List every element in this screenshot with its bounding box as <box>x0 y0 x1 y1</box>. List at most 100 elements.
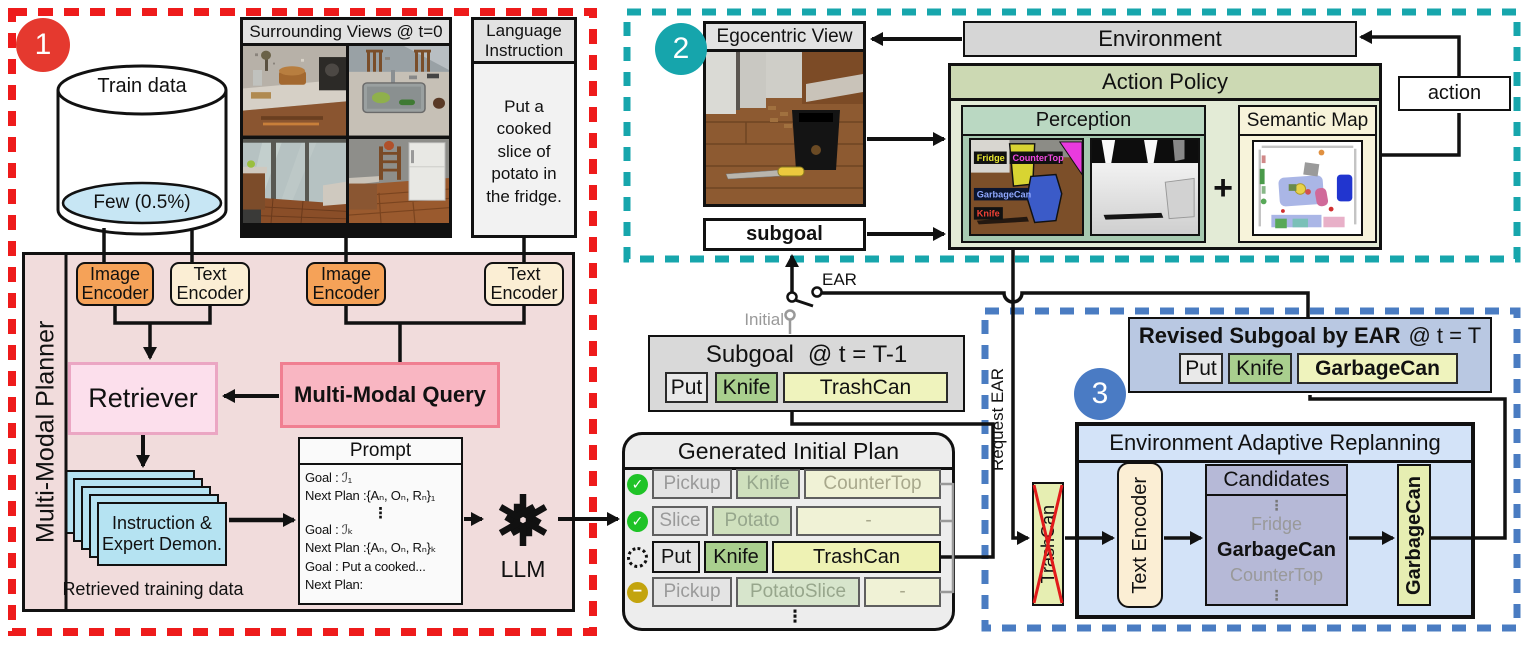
plan-chip: Put <box>652 541 700 573</box>
crossed-trashcan-box: TrashCan <box>1032 482 1064 606</box>
candidate-item: Fridge <box>1250 513 1303 534</box>
result-garbagecan-box: GarbageCan <box>1397 464 1431 606</box>
train-data-label: Train data <box>97 74 187 97</box>
seg-label-garbagecan: GarbageCan <box>977 190 1032 200</box>
candidate-item-selected: GarbageCan <box>1217 538 1336 561</box>
plan-chip: Slice <box>652 506 708 536</box>
switch-initial-contact <box>784 309 796 321</box>
text-encoder-1: Text Encoder <box>170 262 250 306</box>
check-icon: ✓ <box>627 473 648 495</box>
environment-bar: Environment <box>963 21 1357 57</box>
subgoal-t1-chip-object: Knife <box>715 372 778 403</box>
subgoal-t1-time: @ t = T-1 <box>807 341 908 368</box>
kitchen-view-counter-bread <box>243 46 346 136</box>
demo-card-front: Instruction & Expert Demon. <box>97 502 227 566</box>
revised-chip-object: Knife <box>1228 353 1292 384</box>
llm-label: LLM <box>500 555 546 582</box>
text-encoder-3-label: Text Encoder <box>1128 476 1151 594</box>
plan-row-4: − Pickup PotatoSlice - <box>627 577 941 607</box>
subgoal-input-box: subgoal <box>703 218 866 251</box>
plan-chip: TrashCan <box>772 541 941 573</box>
retriever-box: Retriever <box>68 362 218 435</box>
language-instruction-title: Language Instruction <box>474 20 574 64</box>
plan-chip: Pickup <box>652 469 732 499</box>
image-encoder-1: Image Encoder <box>76 262 154 306</box>
subgoal-t1-chip-action: Put <box>665 372 708 403</box>
language-instruction-text: Put a cooked slice of potato in the frid… <box>486 97 562 206</box>
action-box: action <box>1398 76 1511 111</box>
llm-openai-icon <box>498 494 548 546</box>
semantic-map-frame <box>1252 140 1363 236</box>
prompt-line: Goal : Put a cooked... <box>305 558 426 574</box>
switch-pivot <box>786 291 798 303</box>
egocentric-view-panel: Egocentric View <box>703 21 866 207</box>
initial-switch-label: Initial <box>744 310 784 329</box>
switch-ear-contact <box>811 286 823 298</box>
revised-chip-action: Put <box>1179 353 1223 384</box>
egocentric-image <box>706 52 863 204</box>
prompt-line: Next Plan: <box>305 577 363 593</box>
prompt-line: Goal : ℐ₁ <box>305 470 352 485</box>
seg-label-knife: Knife <box>977 209 1000 219</box>
generated-plan-title: Generated Initial Plan <box>625 435 952 470</box>
image-encoder-2: Image Encoder <box>306 262 386 306</box>
section-3-badge: 3 <box>1074 368 1126 420</box>
semantic-map-image <box>1254 142 1361 234</box>
candidates-ellipsis: ⋮ <box>1269 496 1284 513</box>
wire-request-ear <box>1011 250 1030 545</box>
request-ear-label: Request EAR <box>988 368 1007 472</box>
plan-chip: Knife <box>704 541 768 573</box>
semantic-map-title: Semantic Map <box>1240 107 1375 136</box>
prompt-line: Next Plan :{Aₙ, Oₙ, Rₙ}ₖ <box>305 540 437 556</box>
plus-sign: + <box>1213 168 1233 207</box>
kitchen-view-glass-door <box>243 138 346 223</box>
in-progress-icon <box>627 546 648 568</box>
candidates-ellipsis: ⋮ <box>1269 587 1284 604</box>
plan-chip: - <box>796 506 941 536</box>
ear-switch-label: EAR <box>822 270 857 289</box>
prompt-ellipsis: ⋮ <box>373 504 388 522</box>
prompt-title: Prompt <box>300 439 461 465</box>
plan-chip: PotatoSlice <box>736 577 860 607</box>
multi-modal-planner-label: Multi-Modal Planner <box>31 320 60 544</box>
segmentation-image-frame: Fridge CounterTop GarbageCan Knife <box>969 138 1084 236</box>
plan-chip: Pickup <box>652 577 732 607</box>
subgoal-t1-chip-target: TrashCan <box>783 372 948 403</box>
seg-label-countertop: CounterTop <box>1013 153 1065 163</box>
text-encoder-3: Text Encoder <box>1117 462 1163 608</box>
section-1-badge: 1 <box>16 18 70 72</box>
egocentric-view-title: Egocentric View <box>706 24 863 52</box>
multi-modal-query-box: Multi-Modal Query <box>280 362 500 428</box>
action-policy-title: Action Policy <box>951 66 1379 101</box>
kitchen-view-fridge-floor <box>349 138 449 223</box>
surrounding-views-title: Surrounding Views @ t=0 <box>243 20 449 46</box>
plan-row-1: ✓ Pickup Knife CounterTop <box>627 469 941 499</box>
prompt-body: Goal : ℐ₁ Next Plan :{Aₙ, Oₙ, Rₙ}₁ ⋮ Goa… <box>300 465 461 599</box>
candidate-item: CounterTop <box>1229 564 1324 585</box>
text-encoder-2: Text Encoder <box>484 262 564 306</box>
plan-chip: - <box>864 577 941 607</box>
ear-module-title: Environment Adaptive Replanning <box>1079 426 1471 463</box>
subgoal-t1-title: Subgoal <box>705 341 794 368</box>
seg-label-fridge: Fridge <box>977 153 1005 163</box>
surrounding-views-panel: Surrounding Views @ t=0 <box>240 17 452 238</box>
few-percent-label: Few (0.5%) <box>93 192 191 213</box>
depth-image <box>1092 140 1198 234</box>
kitchen-view-sink <box>349 46 449 136</box>
plan-chip: Potato <box>712 506 792 536</box>
check-icon: ✓ <box>627 510 648 532</box>
prompt-line: Next Plan :{Aₙ, Oₙ, Rₙ}₁ <box>305 488 436 504</box>
retrieved-data-caption: Retrieved training data <box>62 578 244 599</box>
result-garbagecan-label: GarbageCan <box>1402 475 1425 595</box>
section-2-badge: 2 <box>655 23 707 75</box>
plan-row-3-current: Put Knife TrashCan <box>627 541 941 573</box>
plan-row-2: ✓ Slice Potato - <box>627 506 941 536</box>
segmentation-image: Fridge CounterTop GarbageCan Knife <box>971 140 1082 234</box>
prompt-box: Prompt Goal : ℐ₁ Next Plan :{Aₙ, Oₙ, Rₙ}… <box>298 437 463 605</box>
prompt-line: Goal : ℐₖ <box>305 521 354 537</box>
language-instruction-panel: Language Instruction Put a cooked slice … <box>471 17 577 238</box>
revised-chip-target: GarbageCan <box>1297 353 1458 384</box>
revised-subgoal-title: Revised Subgoal by EAR <box>1138 323 1401 348</box>
candidates-title: Candidates <box>1207 466 1346 496</box>
